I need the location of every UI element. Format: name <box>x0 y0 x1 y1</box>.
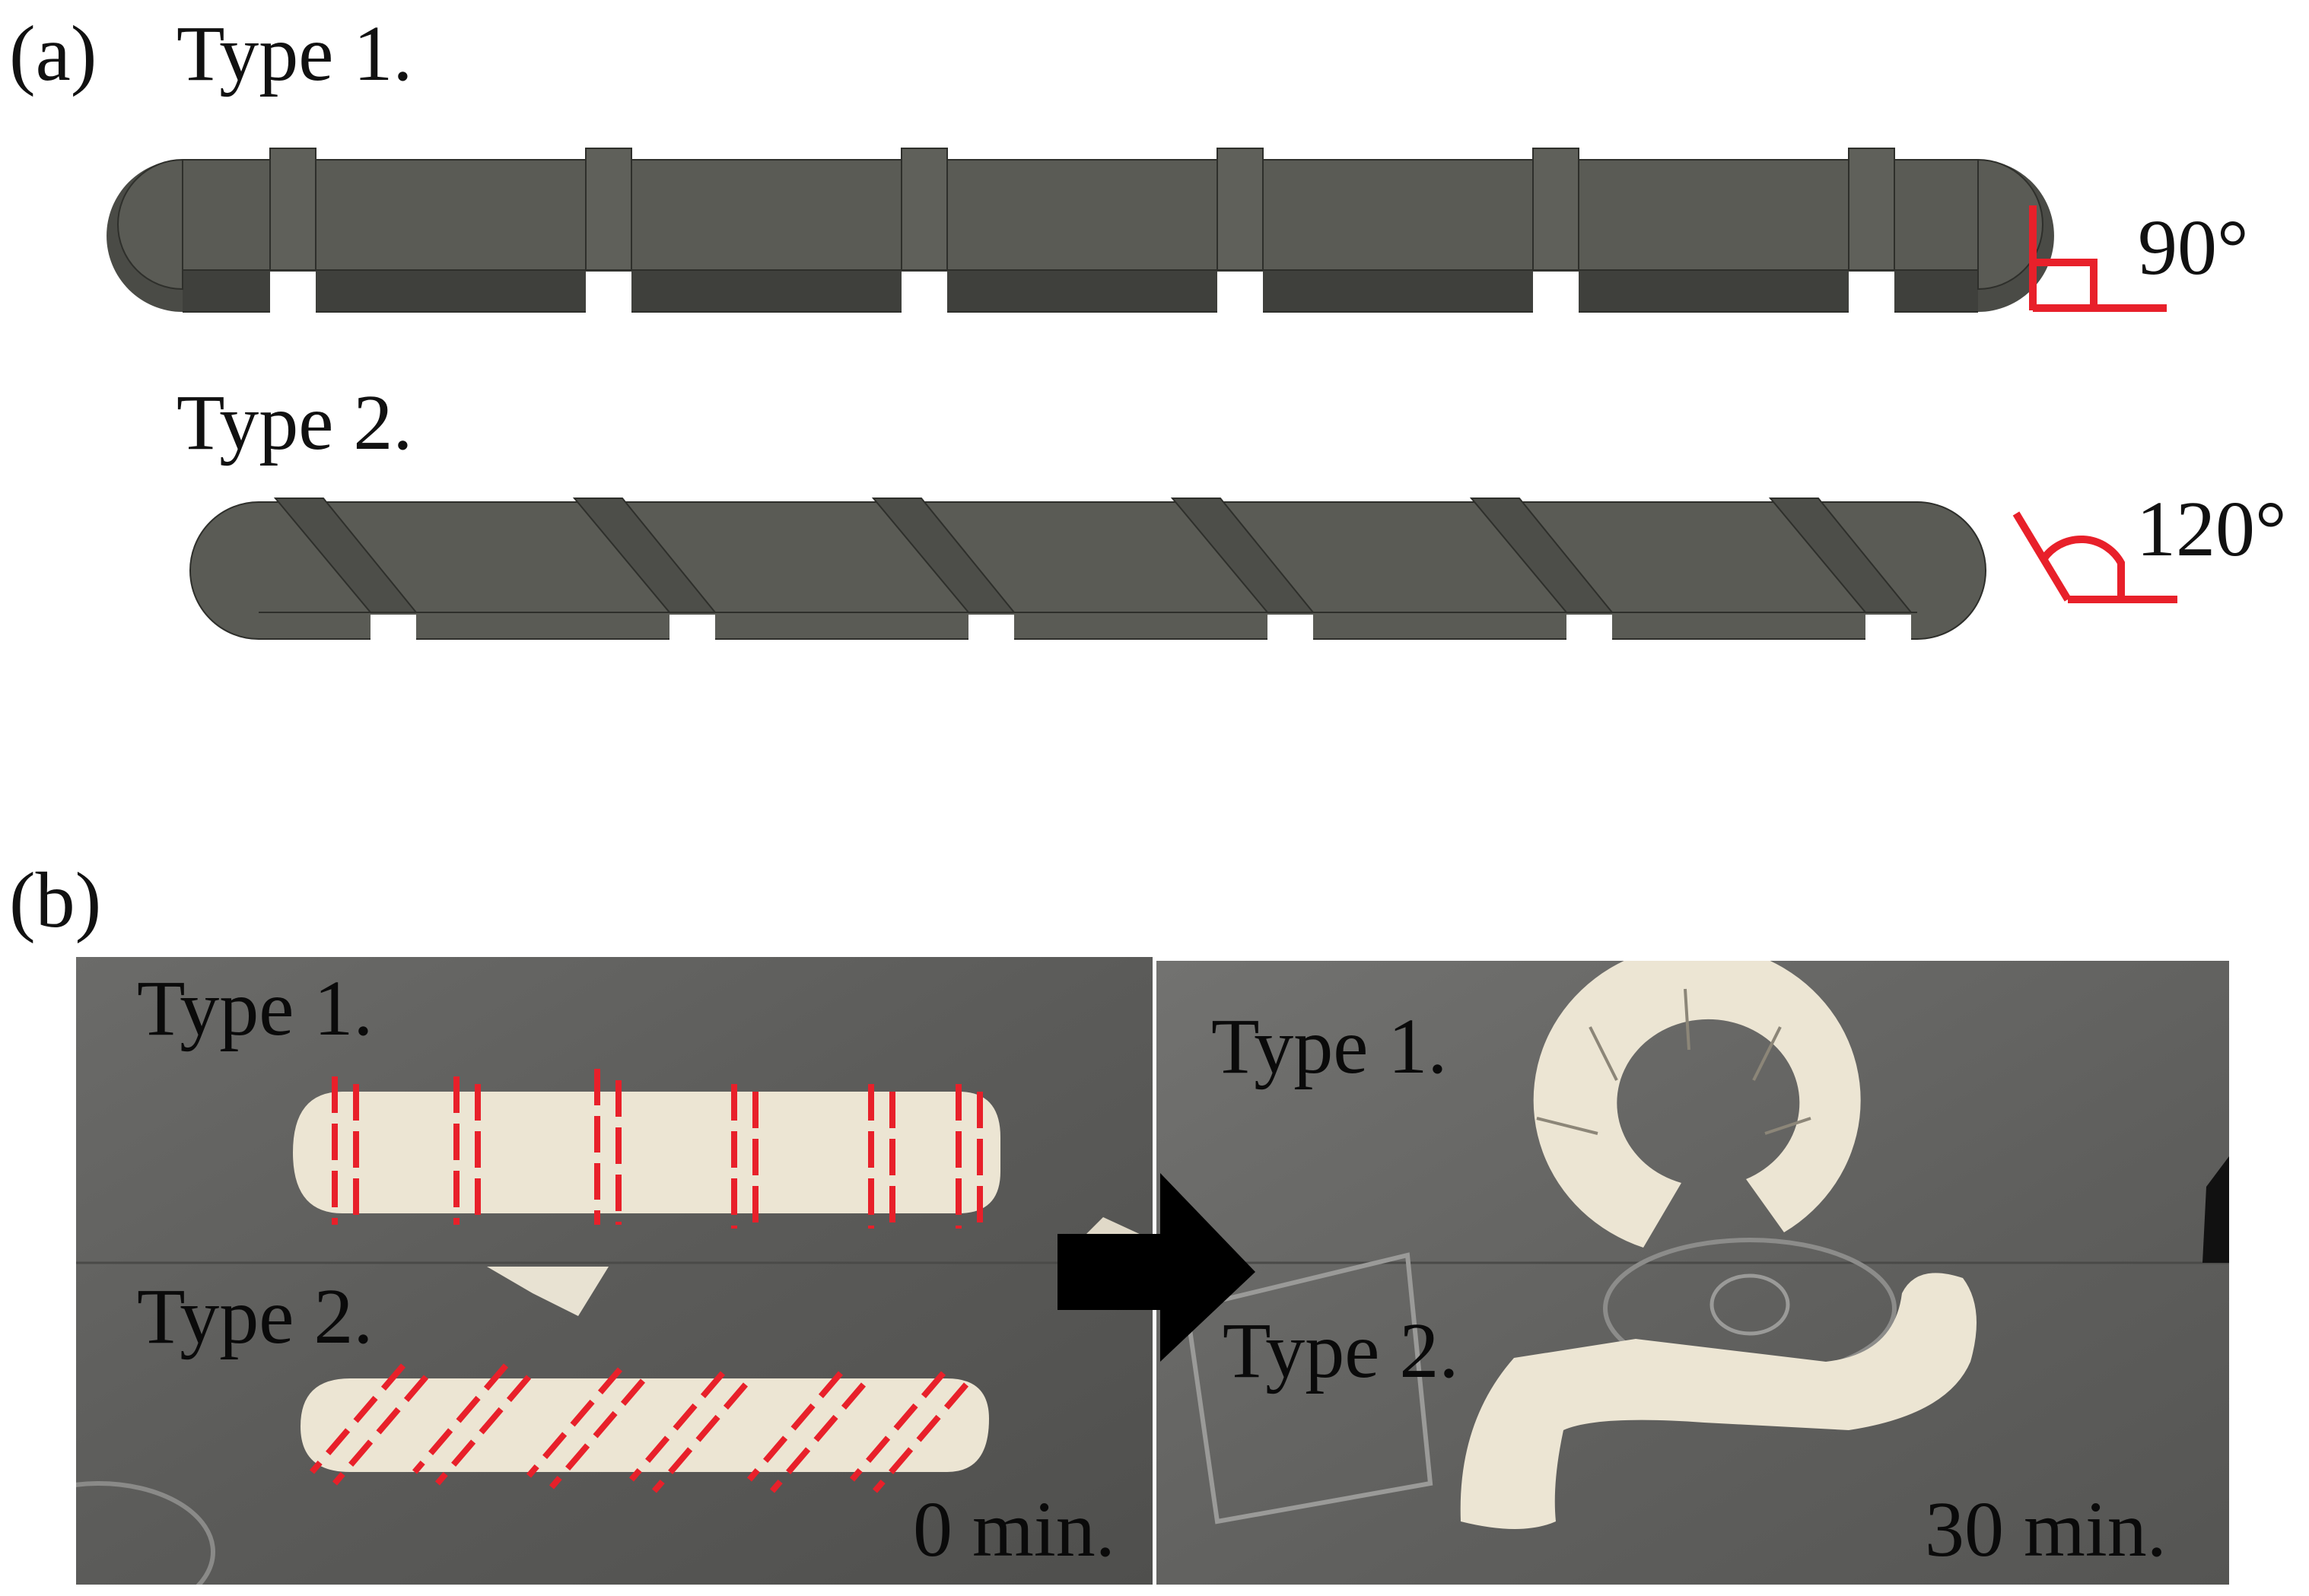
angle-90-label: 90° <box>2138 204 2249 291</box>
notch-markers-type2 <box>309 1363 969 1493</box>
panel-a-label: (a) <box>9 10 97 97</box>
specimen-type2-after <box>1460 1273 1977 1529</box>
type1-model-label: Type 1. <box>177 10 412 97</box>
type2-model-label: Type 2. <box>177 379 412 466</box>
right-angle-icon <box>2029 205 2167 312</box>
after-time-label: 30 min. <box>1925 1486 2167 1573</box>
notch-markers-type1 <box>332 1069 983 1229</box>
photo-before <box>76 957 1153 1585</box>
photo-after <box>1156 961 2229 1585</box>
specimen-type2-before <box>301 1378 989 1472</box>
panel-b-label: (b) <box>9 857 101 944</box>
angle-120-label: 120° <box>2136 485 2287 573</box>
type1-model <box>107 148 2054 314</box>
specimen-type1-before <box>293 1092 1000 1213</box>
obtuse-angle-icon <box>2012 511 2177 603</box>
before-type2-label: Type 2. <box>137 1273 373 1360</box>
before-type1-label: Type 1. <box>137 965 373 1052</box>
type2-model <box>189 498 1986 642</box>
before-time-label: 0 min. <box>913 1486 1115 1573</box>
transition-arrow-icon <box>1057 1173 1255 1362</box>
after-type1-label: Type 1. <box>1211 1003 1447 1090</box>
after-type2-label: Type 2. <box>1223 1307 1458 1394</box>
